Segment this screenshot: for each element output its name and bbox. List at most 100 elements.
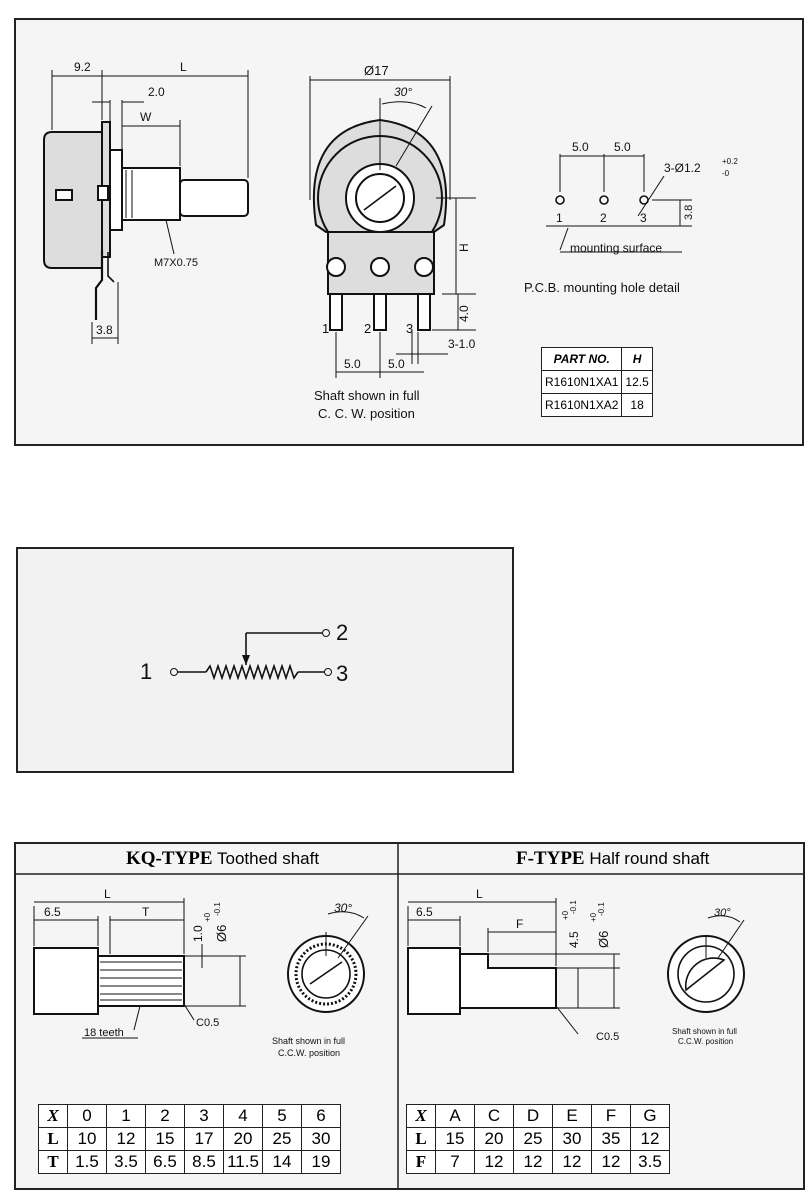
pcb-pitch-b: 5.0 xyxy=(614,140,631,154)
kq-dim-L: L xyxy=(104,887,111,901)
table-cell: 25 xyxy=(513,1127,553,1151)
resistor-zigzag xyxy=(205,663,299,681)
kq-toothed-section xyxy=(97,955,185,1007)
dim-L: L xyxy=(180,60,187,74)
part-table-header-part: PART NO. xyxy=(540,347,623,371)
table-cell: 35 xyxy=(591,1127,631,1151)
table-cell: 10 xyxy=(67,1127,107,1151)
table-row: X A C D E F G xyxy=(406,1104,670,1128)
pin-label-2: 2 xyxy=(364,321,371,336)
table-cell: 20 xyxy=(223,1127,263,1151)
front-caption-line-2: C. C. W. position xyxy=(318,406,415,421)
f-angle: 30° xyxy=(714,907,731,919)
kq-type-header: KQ-TYPE Toothed shaft xyxy=(126,848,319,870)
side-view-tab xyxy=(97,185,109,201)
f-caption-line-1: Shaft shown in full xyxy=(672,1027,737,1036)
side-view-shaft xyxy=(179,179,249,217)
table-cell: 3.5 xyxy=(106,1150,146,1174)
kq-chamfer: C0.5 xyxy=(196,1017,219,1029)
table-row: X 0 1 2 3 4 5 6 xyxy=(38,1104,341,1128)
table-cell: 2 xyxy=(145,1104,185,1128)
kq-angle: 30° xyxy=(334,901,352,915)
f-dim-dia-6: Ø6 xyxy=(596,931,611,948)
table-cell: 15 xyxy=(435,1127,475,1151)
table-cell: 6.5 xyxy=(145,1150,185,1174)
table-cell: X xyxy=(38,1104,68,1128)
table-cell: 4 xyxy=(223,1104,263,1128)
table-cell: L xyxy=(406,1127,436,1151)
kq-shaft-body xyxy=(33,947,99,1015)
f-tol45-plus: +0 xyxy=(561,910,570,920)
dim-W: W xyxy=(140,110,152,124)
pitch-5-0-a: 5.0 xyxy=(344,357,361,371)
table-cell: 3.5 xyxy=(630,1150,670,1174)
table-cell: E xyxy=(552,1104,592,1128)
table-cell: 20 xyxy=(474,1127,514,1151)
kq-type-title: KQ-TYPE xyxy=(126,848,213,869)
shaft-drawings: L 6.5 T 1.0 Ø6 +0 -0.1 C0.5 18 teeth 30°… xyxy=(16,844,803,1188)
dim-H: H xyxy=(457,243,471,252)
kq-tol-minus: -0.1 xyxy=(213,902,222,916)
f-half-round-section xyxy=(459,953,557,1009)
kq-dim-1-0: 1.0 xyxy=(191,925,205,942)
dimension-drawing: 9.2 L 2.0 W M7X0.75 3.8 1 2 3 xyxy=(43,60,738,421)
dim-4-0: 4.0 xyxy=(457,305,471,322)
table-cell: 12 xyxy=(106,1127,146,1151)
f-caption-line-2: C.C.W. position xyxy=(678,1037,733,1046)
f-tol-plus: +0 xyxy=(589,912,598,922)
table-cell: 25 xyxy=(262,1127,302,1151)
table-cell: 1 xyxy=(106,1104,146,1128)
table-row: R1610N1XA2 18 xyxy=(540,393,653,417)
pcb-tol-minus: -0 xyxy=(722,169,730,178)
table-cell: 19 xyxy=(301,1150,341,1174)
table-row: L 10 12 15 17 20 25 30 xyxy=(38,1127,341,1151)
angle-30: 30° xyxy=(394,85,412,99)
f-type-subtitle: Half round shaft xyxy=(589,849,710,868)
terminal-2-label: 2 xyxy=(336,620,348,645)
f-tol45-minus: -0.1 xyxy=(569,900,578,914)
f-dimension-table: X A C D E F G L 15 20 25 30 35 12 F 7 12… xyxy=(406,1104,670,1174)
pin-label-3: 3 xyxy=(406,321,413,336)
side-view-bushing xyxy=(121,167,181,221)
kq-dim-6-5: 6.5 xyxy=(44,905,61,919)
front-view-pin-3 xyxy=(417,293,431,331)
pcb-detail-title: P.C.B. mounting hole detail xyxy=(524,280,680,295)
kq-dimension-table: X 0 1 2 3 4 5 6 L 10 12 15 17 20 25 30 T… xyxy=(38,1104,341,1174)
dim-3-1-0: 3-1.0 xyxy=(448,337,476,351)
table-row: R1610N1XA1 12.5 xyxy=(540,370,653,394)
table-cell: F xyxy=(406,1150,436,1174)
f-dim-4-5: 4.5 xyxy=(567,931,581,948)
pcb-hole-1 xyxy=(555,195,565,205)
table-cell: 8.5 xyxy=(184,1150,224,1174)
kq-dim-T: T xyxy=(142,905,150,919)
kq-tol-plus: +0 xyxy=(203,912,212,922)
table-row: T 1.5 3.5 6.5 8.5 11.5 14 19 xyxy=(38,1150,341,1174)
front-caption-line-1: Shaft shown in full xyxy=(314,388,420,403)
part-number-cell: R1610N1XA2 xyxy=(540,393,623,417)
table-row: L 15 20 25 30 35 12 xyxy=(406,1127,670,1151)
f-dim-F: F xyxy=(516,917,523,931)
table-cell: C xyxy=(474,1104,514,1128)
table-cell: 15 xyxy=(145,1127,185,1151)
table-cell: 12 xyxy=(474,1150,514,1174)
h-value-cell: 12.5 xyxy=(621,370,653,394)
f-dim-6-5: 6.5 xyxy=(416,905,433,919)
table-cell: 12 xyxy=(552,1150,592,1174)
side-view-terminal xyxy=(94,250,104,320)
dim-3-8: 3.8 xyxy=(96,323,113,337)
f-shaft-body xyxy=(407,947,461,1015)
table-cell: 3 xyxy=(184,1104,224,1128)
table-cell: 30 xyxy=(552,1127,592,1151)
pcb-hole-2 xyxy=(599,195,609,205)
part-number-cell: R1610N1XA1 xyxy=(540,370,623,394)
f-type-header: F-TYPE Half round shaft xyxy=(516,848,709,870)
f-dim-L: L xyxy=(476,887,483,901)
h-value-cell: 18 xyxy=(621,393,653,417)
kq-caption-line-2: C.C.W. position xyxy=(278,1048,340,1058)
table-cell: 7 xyxy=(435,1150,475,1174)
mounting-surface-label: mounting surface xyxy=(570,241,662,255)
table-cell: 30 xyxy=(301,1127,341,1151)
table-cell: T xyxy=(38,1150,68,1174)
f-type-title: F-TYPE xyxy=(516,848,585,869)
table-row: F 7 12 12 12 12 3.5 xyxy=(406,1150,670,1174)
